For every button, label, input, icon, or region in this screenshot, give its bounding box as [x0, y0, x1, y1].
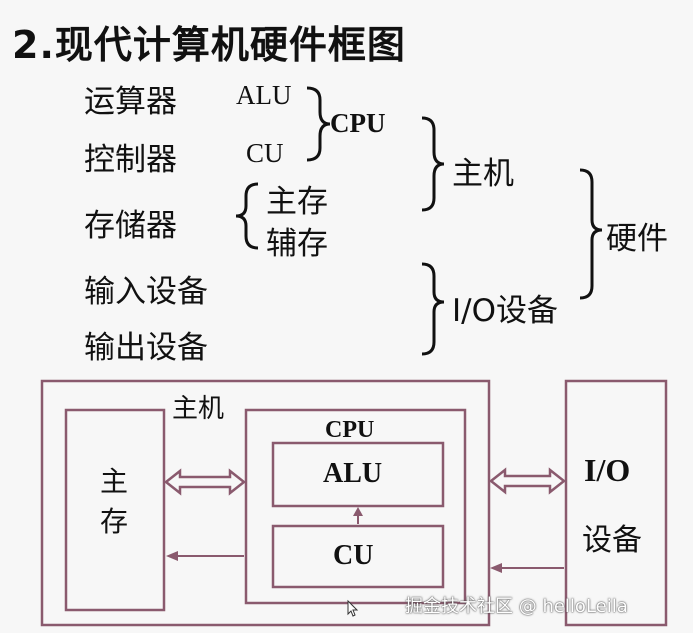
alu-cn-label: 运算器	[84, 84, 177, 120]
cu-cn-label: 控制器	[84, 142, 177, 178]
main-memory-box	[64, 408, 166, 612]
cu-box	[271, 524, 445, 589]
aux-storage-label: 辅存	[266, 226, 328, 262]
hardware-brace	[579, 168, 603, 300]
alu-box-label: ALU	[323, 458, 383, 489]
page-title: 2.现代计算机硬件框图	[12, 23, 406, 67]
io-box-label-line1: I/O	[584, 452, 631, 488]
output-device-label: 输出设备	[84, 330, 208, 366]
host-io-double-arrow	[488, 467, 567, 495]
cpu-brace	[306, 86, 331, 162]
storage-brace	[235, 182, 259, 250]
cpu-to-memory-arrowhead	[166, 551, 178, 561]
watermark-text: 掘金技术社区 @ helloLeila	[405, 596, 628, 617]
main-memory-label-line1: 主	[100, 465, 129, 498]
cu-to-alu-arrowhead	[353, 507, 363, 516]
io-to-host-arrowhead	[490, 563, 502, 573]
cu-en-label: CU	[246, 138, 284, 168]
storage-cn-label: 存储器	[84, 208, 177, 244]
io-device-label: I/O设备	[452, 293, 558, 329]
cu-box-label: CU	[333, 540, 374, 571]
main-memory-label-line2: 存	[100, 505, 129, 538]
host-brace	[421, 116, 445, 212]
alu-box	[271, 441, 445, 508]
hardware-label: 硬件	[606, 221, 668, 257]
input-device-label: 输入设备	[84, 274, 208, 310]
mouse-cursor-icon	[347, 599, 359, 617]
host-box-label: 主机	[172, 394, 225, 424]
memory-cpu-double-arrow	[163, 468, 247, 496]
io-brace	[421, 262, 445, 356]
io-box	[564, 379, 668, 627]
host-box	[40, 379, 491, 627]
alu-en-label: ALU	[236, 80, 292, 110]
cpu-label: CPU	[330, 108, 386, 138]
host-label: 主机	[452, 156, 514, 192]
cpu-box	[244, 408, 467, 605]
cpu-box-label: CPU	[325, 417, 375, 443]
io-box-label-line2: 设备	[582, 523, 642, 558]
main-storage-label: 主存	[266, 184, 328, 220]
